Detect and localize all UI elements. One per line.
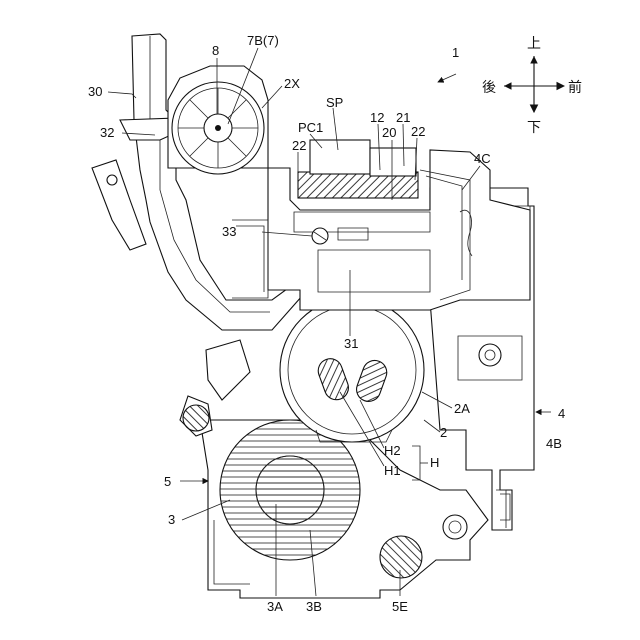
- label-sp: SP: [326, 95, 343, 110]
- label-h: H: [430, 455, 439, 470]
- label-3: 3: [168, 512, 175, 527]
- label-4c: 4C: [474, 151, 491, 166]
- label-21: 21: [396, 110, 410, 125]
- label-2: 2: [440, 425, 447, 440]
- label-4b: 4B: [546, 436, 562, 451]
- label-3b: 3B: [306, 599, 322, 614]
- label-2a: 2A: [454, 401, 470, 416]
- label-2x: 2X: [284, 76, 300, 91]
- label-7b: 7B(7): [247, 33, 279, 48]
- label-5e: 5E: [392, 599, 408, 614]
- label-30: 30: [88, 84, 102, 99]
- label-pc1: PC1: [298, 120, 323, 135]
- label-h1: H1: [384, 463, 401, 478]
- direction-indicator: 上 下 後 前: [482, 36, 582, 136]
- direction-back-label: 後: [482, 80, 496, 96]
- label-3a: 3A: [267, 599, 283, 614]
- direction-front-label: 前: [568, 79, 582, 96]
- roller-2: [280, 298, 424, 442]
- label-20: 20: [382, 125, 396, 140]
- direction-up-label: 上: [527, 36, 541, 52]
- label-32: 32: [100, 125, 114, 140]
- gear-8: [168, 66, 268, 174]
- direction-down-label: 下: [527, 120, 541, 136]
- label-1: 1: [452, 45, 459, 60]
- label-h2: H2: [384, 443, 401, 458]
- label-31: 31: [344, 336, 358, 351]
- label-22-right: 22: [411, 124, 425, 139]
- label-22-left: 22: [292, 138, 306, 153]
- label-4: 4: [558, 406, 565, 421]
- label-8: 8: [212, 43, 219, 58]
- label-12: 12: [370, 110, 384, 125]
- label-33: 33: [222, 224, 236, 239]
- label-5: 5: [164, 474, 171, 489]
